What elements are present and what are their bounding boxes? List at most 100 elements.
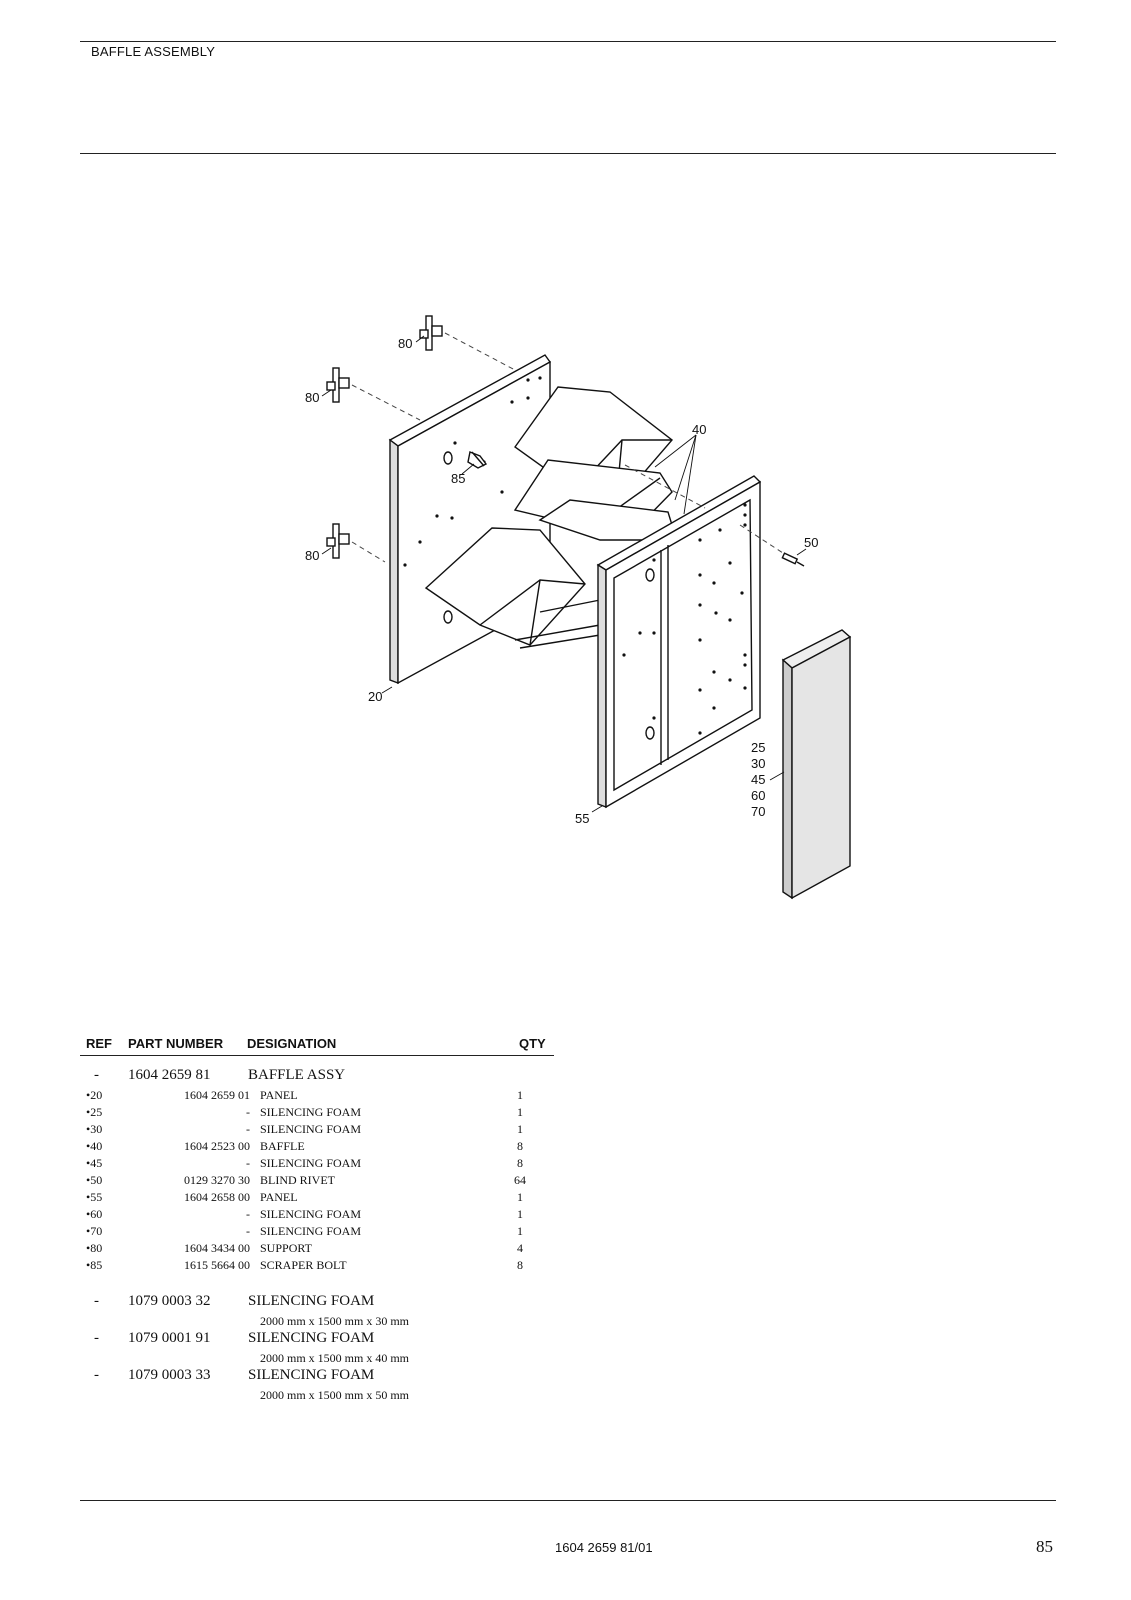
- table-row: •45 - SILENCING FOAM 8: [80, 1156, 550, 1172]
- extra-designation: SILENCING FOAM: [248, 1293, 375, 1309]
- callout-25: 25: [751, 740, 765, 755]
- row-ref: •45: [86, 1156, 103, 1170]
- extra-designation: SILENCING FOAM: [248, 1367, 375, 1383]
- row-ref: •60: [86, 1207, 103, 1221]
- row-qty: 1: [517, 1224, 523, 1238]
- row-qty: 1: [517, 1105, 523, 1119]
- table-row: •25 - SILENCING FOAM 1: [80, 1105, 550, 1121]
- row-ref: •85: [86, 1258, 103, 1272]
- table-row: •85 1615 5664 00 SCRAPER BOLT 8: [80, 1258, 550, 1274]
- section-title: BAFFLE ASSEMBLY: [91, 44, 216, 59]
- extra-note-row: 2000 mm x 1500 mm x 30 mm: [80, 1314, 550, 1330]
- extra-row: - 1079 0003 33 SILENCING FOAM: [80, 1367, 550, 1387]
- table-row: •30 - SILENCING FOAM 1: [80, 1122, 550, 1138]
- table-row: •80 1604 3434 00 SUPPORT 4: [80, 1241, 550, 1257]
- row-designation: SILENCING FOAM: [260, 1207, 362, 1221]
- extra-note-row: 2000 mm x 1500 mm x 40 mm: [80, 1351, 550, 1367]
- front-panel: [596, 475, 762, 809]
- baffle-lower-rails: [514, 599, 601, 649]
- row-part-number: 1604 2658 00: [184, 1190, 250, 1204]
- callout-80: 80: [305, 548, 319, 563]
- extra-part-number: 1079 0003 33: [128, 1367, 211, 1383]
- callout-80: 80: [305, 390, 319, 405]
- row-qty: 1: [517, 1207, 523, 1221]
- row-part-number: 1604 3434 00: [184, 1241, 250, 1255]
- table-row: •20 1604 2659 01 PANEL 1: [80, 1088, 550, 1104]
- row-qty: 64: [514, 1173, 526, 1187]
- extra-ref: -: [94, 1330, 99, 1346]
- table-row: •55 1604 2658 00 PANEL 1: [80, 1190, 550, 1206]
- callout-40: 40: [692, 422, 706, 437]
- blind-rivet: [781, 552, 805, 567]
- row-ref: •50: [86, 1173, 103, 1187]
- extra-ref: -: [94, 1367, 99, 1383]
- support-middle: [326, 367, 350, 403]
- extra-ref: -: [94, 1293, 99, 1309]
- baffle-lower: [424, 527, 586, 646]
- callout-45: 45: [751, 772, 765, 787]
- top-rule: [80, 41, 1056, 42]
- row-part-number: -: [246, 1224, 250, 1238]
- extra-dimensions: 2000 mm x 1500 mm x 40 mm: [260, 1351, 410, 1365]
- callout-leaders: [321, 335, 807, 813]
- row-designation: SUPPORT: [260, 1241, 312, 1255]
- assembly-ref: -: [94, 1067, 99, 1083]
- callout-55: 55: [575, 811, 589, 826]
- row-part-number: -: [246, 1156, 250, 1170]
- table-row: •60 - SILENCING FOAM 1: [80, 1207, 550, 1223]
- row-designation: PANEL: [260, 1088, 298, 1102]
- extra-part-number: 1079 0003 32: [128, 1293, 211, 1309]
- table-row: •50 0129 3270 30 BLIND RIVET 64: [80, 1173, 550, 1189]
- column-header-ref: REF: [86, 1036, 112, 1051]
- callout-85: 85: [451, 471, 465, 486]
- row-part-number: -: [246, 1122, 250, 1136]
- column-header-part-number: PART NUMBER: [128, 1036, 224, 1051]
- extra-note-row: 2000 mm x 1500 mm x 50 mm: [80, 1388, 550, 1404]
- footer-rule: [80, 1500, 1056, 1501]
- row-ref: •20: [86, 1088, 103, 1102]
- callout-80: 80: [398, 336, 412, 351]
- extra-row: - 1079 0003 32 SILENCING FOAM: [80, 1293, 550, 1313]
- page-number: 85: [1036, 1537, 1053, 1556]
- row-qty: 8: [517, 1139, 523, 1153]
- row-qty: 1: [517, 1088, 523, 1102]
- row-ref: •40: [86, 1139, 103, 1153]
- row-qty: 8: [517, 1156, 523, 1170]
- row-qty: 1: [517, 1190, 523, 1204]
- table-row: •40 1604 2523 00 BAFFLE 8: [80, 1139, 550, 1155]
- table-row: •70 - SILENCING FOAM 1: [80, 1224, 550, 1240]
- assembly-row: - 1604 2659 81 BAFFLE ASSY: [80, 1067, 550, 1087]
- extra-designation: SILENCING FOAM: [248, 1330, 375, 1346]
- front-panel-slot: [645, 726, 655, 740]
- row-qty: 4: [517, 1241, 523, 1255]
- row-designation: SILENCING FOAM: [260, 1224, 362, 1238]
- row-part-number: 0129 3270 30: [184, 1173, 250, 1187]
- callout-50: 50: [804, 535, 818, 550]
- row-ref: •80: [86, 1241, 103, 1255]
- row-designation: BLIND RIVET: [260, 1173, 335, 1187]
- callout-60: 60: [751, 788, 765, 803]
- front-panel-slot: [645, 568, 655, 582]
- extra-dimensions: 2000 mm x 1500 mm x 30 mm: [260, 1314, 410, 1328]
- row-part-number: -: [246, 1207, 250, 1221]
- row-designation: SILENCING FOAM: [260, 1122, 362, 1136]
- row-ref: •25: [86, 1105, 103, 1119]
- assembly-part-number: 1604 2659 81: [128, 1067, 211, 1083]
- callout-70: 70: [751, 804, 765, 819]
- row-ref: •55: [86, 1190, 103, 1204]
- extra-part-number: 1079 0001 91: [128, 1330, 211, 1346]
- document-number: 1604 2659 81/01: [555, 1540, 653, 1555]
- row-qty: 1: [517, 1122, 523, 1136]
- row-ref: •30: [86, 1122, 103, 1136]
- header-bottom-rule: [80, 153, 1056, 154]
- row-part-number: -: [246, 1105, 250, 1119]
- assembly-designation: BAFFLE ASSY: [248, 1067, 346, 1083]
- back-panel-slot: [443, 610, 453, 624]
- row-designation: PANEL: [260, 1190, 298, 1204]
- row-designation: BAFFLE: [260, 1139, 305, 1153]
- row-part-number: 1604 2659 01: [184, 1088, 250, 1102]
- row-designation: SILENCING FOAM: [260, 1156, 362, 1170]
- callout-20: 20: [368, 689, 382, 704]
- back-panel-slot: [443, 451, 453, 465]
- extra-dimensions: 2000 mm x 1500 mm x 50 mm: [260, 1388, 410, 1402]
